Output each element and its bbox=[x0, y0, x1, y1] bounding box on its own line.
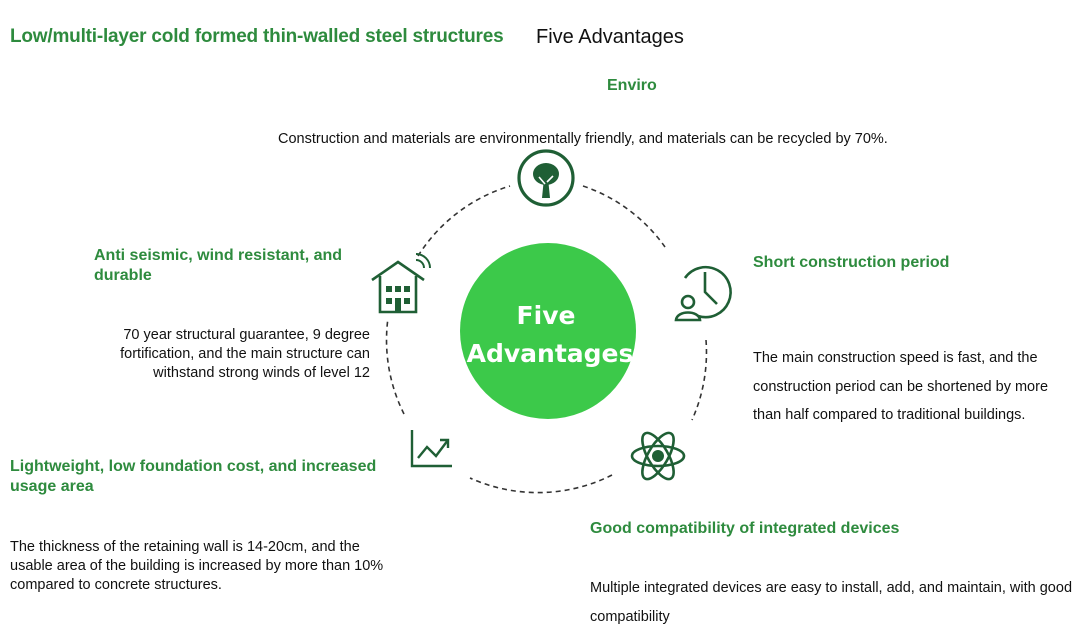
advantage-desc-anti-seismic: 70 year structural guarantee, 9 degree f… bbox=[120, 327, 370, 381]
person-clock-icon bbox=[674, 265, 732, 322]
advantage-title-construction-period: Short construction period bbox=[753, 254, 950, 271]
advantage-title-environment: Enviro bbox=[607, 77, 657, 94]
trend-chart-icon bbox=[410, 430, 452, 468]
page-title: Low/multi-layer cold formed thin-walled … bbox=[10, 26, 504, 47]
tree-icon bbox=[517, 149, 575, 207]
dashed-ring bbox=[385, 185, 708, 494]
page-subtitle: Five Advantages bbox=[536, 26, 684, 48]
center-label-line2: Advantages bbox=[467, 339, 634, 368]
center-badge: Five Advantages bbox=[460, 243, 636, 419]
atom-icon bbox=[630, 431, 686, 481]
advantage-desc-environment: Construction and materials are environme… bbox=[278, 131, 888, 147]
center-circle bbox=[460, 243, 636, 419]
advantage-title-anti-seismic: Anti seismic, wind resistant, and durabl… bbox=[94, 247, 343, 284]
advantage-title-compatibility: Good compatibility of integrated devices bbox=[590, 520, 900, 537]
smart-house-icon bbox=[371, 253, 431, 314]
advantage-desc-construction-period: The main construction speed is fast, and… bbox=[753, 350, 1049, 423]
advantage-desc-lightweight: The thickness of the retaining wall is 1… bbox=[10, 539, 384, 593]
advantage-title-lightweight: Lightweight, low foundation cost, and in… bbox=[10, 458, 377, 495]
advantage-desc-compatibility: Multiple integrated devices are easy to … bbox=[590, 580, 1073, 625]
center-label-line1: Five bbox=[517, 301, 576, 330]
